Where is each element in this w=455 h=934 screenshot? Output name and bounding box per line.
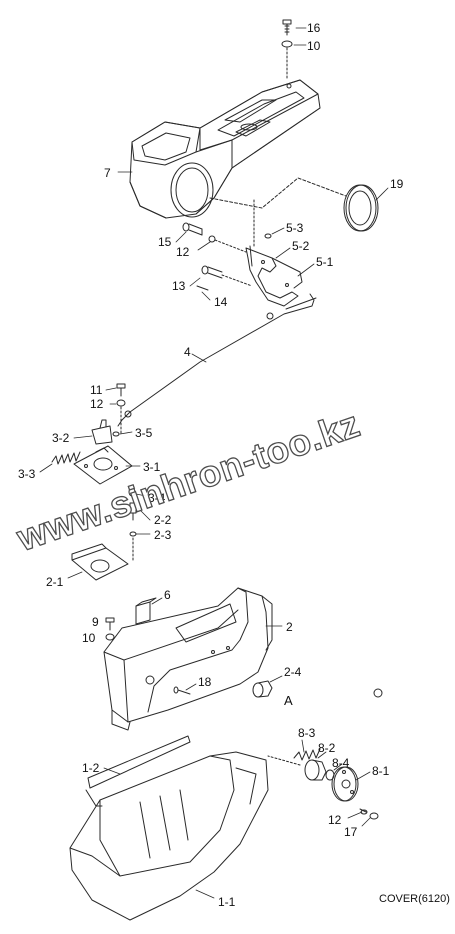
- bolt-13: [201, 265, 223, 279]
- spring-3-3: [51, 451, 81, 465]
- lower-cover-1-1: [69, 751, 269, 921]
- drawing-code: COVER(6120): [379, 893, 450, 905]
- label-9: 9: [92, 615, 99, 629]
- label-18: 18: [198, 675, 212, 689]
- label-3-1: 3-1: [143, 460, 161, 474]
- clip-3-5: [112, 431, 120, 437]
- plate-3-1: [73, 445, 133, 485]
- bolt-15: [182, 222, 203, 236]
- label-A: A: [284, 693, 293, 708]
- washer-12-upper: [208, 235, 216, 243]
- label-19: 19: [390, 177, 404, 191]
- spring-8-3: [293, 748, 321, 761]
- spacer-5-3: [264, 233, 272, 239]
- label-7: 7: [104, 166, 111, 180]
- label-15: 15: [158, 235, 172, 249]
- bolt-16: [282, 19, 292, 36]
- label-2-1: 2-1: [46, 575, 64, 589]
- leader-lines: [39, 27, 389, 899]
- label-5-2: 5-2: [292, 239, 310, 253]
- pin-3-4: [128, 487, 136, 497]
- label-8-4: 8-4: [332, 756, 350, 770]
- bracket-3-2: [91, 419, 113, 445]
- label-5-3: 5-3: [286, 221, 304, 235]
- label-2-4: 2-4: [284, 665, 302, 679]
- pin-14: [196, 285, 209, 291]
- bracket-5-1: [245, 245, 303, 307]
- label-11: 11: [90, 383, 103, 397]
- label-8-2: 8-2: [318, 741, 336, 755]
- label-3-4: 3-4: [148, 491, 166, 505]
- label-3-3: 3-3: [18, 467, 36, 481]
- label-1-2: 1-2: [82, 761, 100, 775]
- washer-2-3: [129, 531, 137, 537]
- collar-2-4: [252, 680, 273, 698]
- bracket-6: [135, 597, 157, 625]
- label-3-5: 3-5: [135, 426, 153, 440]
- knob-plate-8-1: [331, 766, 359, 802]
- bezel-ring-19: [343, 184, 379, 232]
- frame-2: [103, 587, 273, 731]
- label-12-mid: 12: [90, 397, 104, 411]
- bolt-11: [116, 383, 126, 397]
- upper-cover-7: [129, 79, 321, 219]
- pin-2-2: [129, 502, 137, 521]
- label-14: 14: [214, 295, 228, 309]
- cam-8-2: [304, 759, 327, 781]
- seal-strip-1-2: [85, 735, 191, 807]
- label-13: 13: [172, 279, 186, 293]
- label-10-mid: 10: [82, 631, 96, 645]
- washer-10-mid: [105, 633, 115, 641]
- label-1-1: 1-1: [218, 895, 236, 909]
- label-3-2: 3-2: [52, 431, 70, 445]
- label-5-1: 5-1: [316, 255, 334, 269]
- bracket-2-1: [71, 543, 129, 581]
- label-12-upper: 12: [176, 245, 190, 259]
- label-16: 16: [307, 21, 321, 35]
- washer-12-mid: [116, 399, 126, 407]
- small-nut: [373, 688, 383, 698]
- label-2-2: 2-2: [154, 513, 172, 527]
- label-10-top: 10: [307, 39, 321, 53]
- cable-4: [117, 293, 317, 427]
- label-12-lower: 12: [328, 813, 342, 827]
- label-8-3: 8-3: [298, 726, 316, 740]
- label-2: 2: [286, 620, 293, 634]
- bolt-9: [105, 617, 115, 631]
- label-17: 17: [344, 825, 358, 839]
- label-6: 6: [164, 588, 171, 602]
- label-4: 4: [184, 345, 191, 359]
- washer-10-top: [281, 40, 293, 48]
- label-2-3: 2-3: [154, 528, 172, 542]
- bolt-18: [173, 686, 191, 695]
- label-8-1: 8-1: [372, 764, 390, 778]
